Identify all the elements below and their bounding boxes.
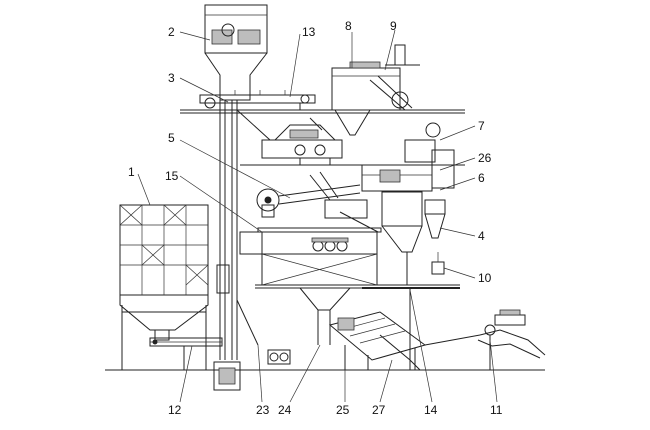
inclined-conveyor	[328, 311, 481, 371]
label-3: 3	[168, 71, 175, 85]
discharge-bag	[431, 252, 445, 275]
dust-collector	[331, 44, 420, 136]
label-2: 2	[168, 25, 175, 39]
cyclone-group	[361, 122, 455, 285]
label-1: 1	[128, 165, 135, 179]
label-12: 12	[168, 403, 182, 417]
label-6: 6	[478, 171, 485, 185]
label-4: 4	[478, 229, 485, 243]
label-8: 8	[345, 19, 352, 33]
part-labels: 2 3 13 8 9 5 1 15 7 26 6 4 10 12 23 24 2…	[128, 19, 503, 417]
label-13: 13	[302, 25, 316, 39]
label-27: 27	[372, 403, 386, 417]
label-10: 10	[478, 271, 492, 285]
leader-lines	[137, 29, 498, 403]
discharge-hopper	[299, 287, 351, 345]
label-7: 7	[478, 119, 485, 133]
floor-chain-conveyor	[362, 287, 460, 370]
label-15: 15	[165, 169, 179, 183]
bucket-elevator	[204, 4, 271, 391]
mixer-unit	[261, 117, 343, 165]
label-23: 23	[256, 403, 270, 417]
screw-conveyor	[149, 337, 223, 370]
label-26: 26	[478, 151, 492, 165]
label-14: 14	[424, 403, 438, 417]
floor-lines	[105, 109, 545, 371]
screening-machine	[239, 211, 382, 286]
label-24: 24	[278, 403, 292, 417]
top-belt-conveyor	[199, 90, 316, 110]
label-5: 5	[168, 131, 175, 145]
storage-silo	[119, 204, 209, 370]
ground-motors	[267, 349, 291, 365]
end-separator	[477, 309, 546, 370]
label-11: 11	[490, 403, 503, 417]
blower	[256, 171, 368, 219]
label-25: 25	[336, 403, 350, 417]
label-9: 9	[390, 19, 397, 33]
